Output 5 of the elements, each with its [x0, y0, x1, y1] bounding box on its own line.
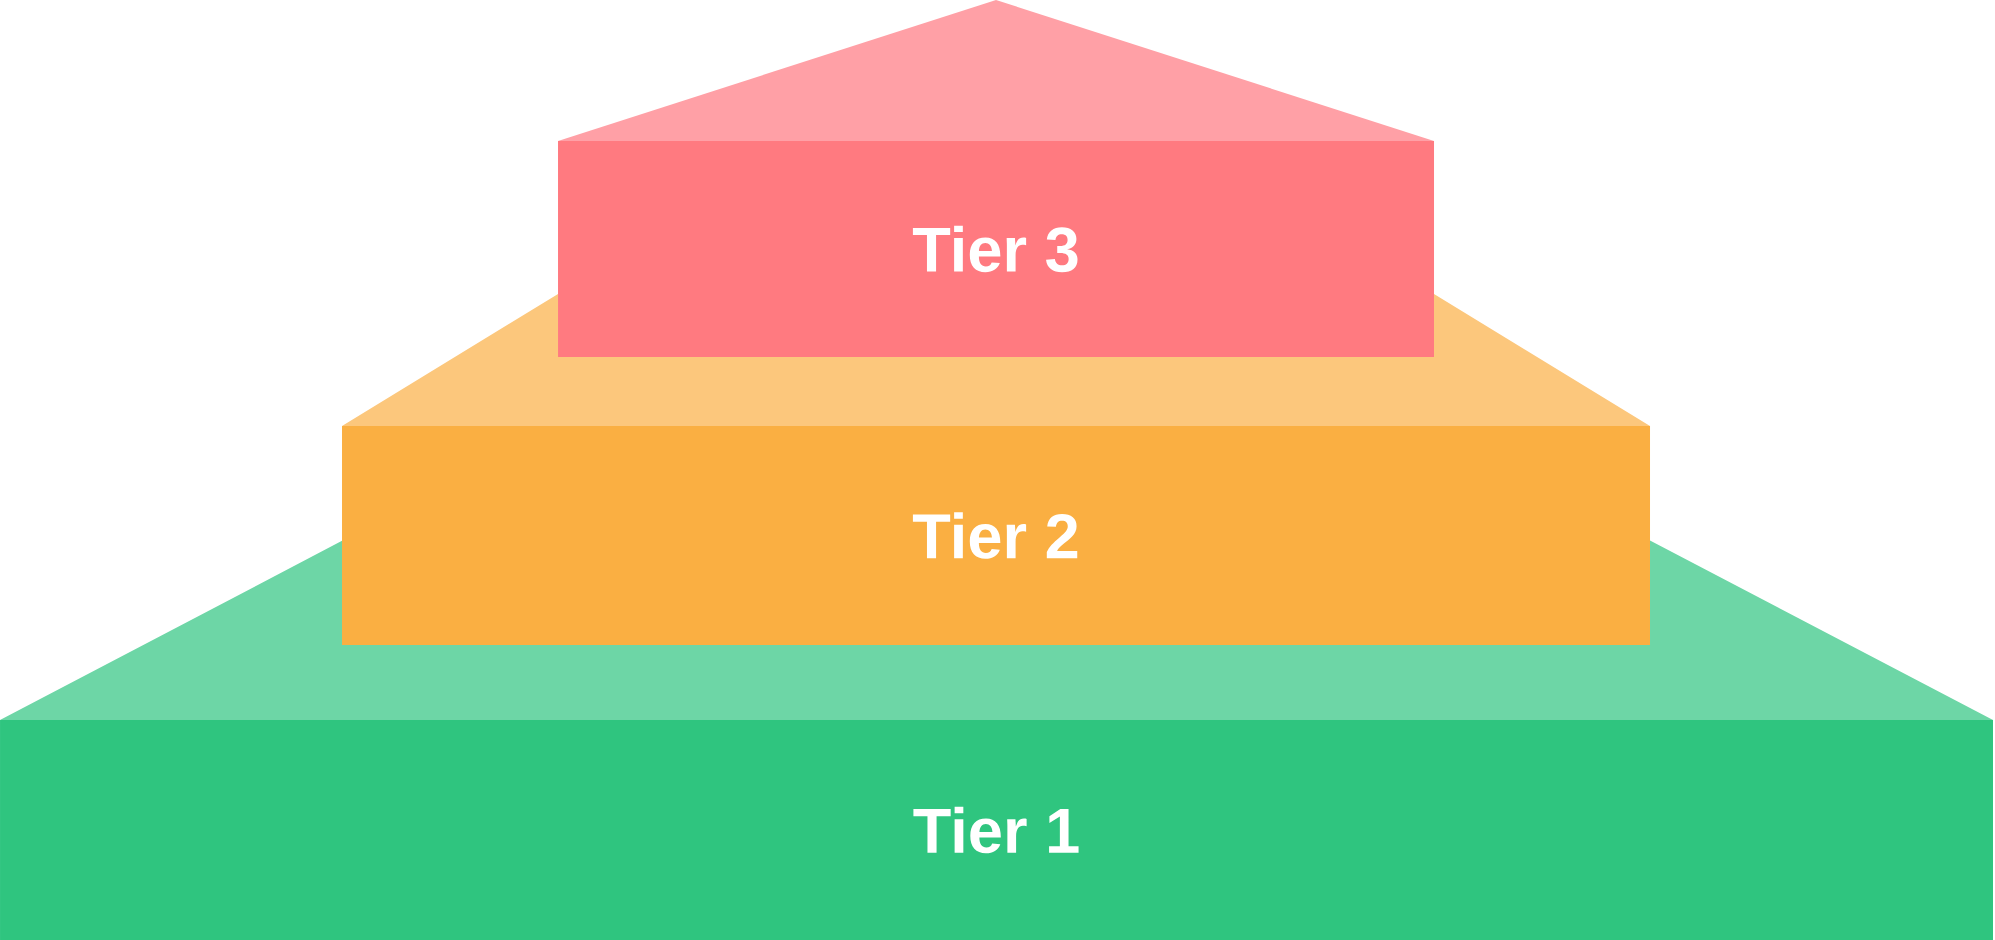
tier-box: Tier 3 — [558, 141, 1434, 357]
tier-box: Tier 1 — [0, 720, 1993, 940]
roof-shape — [342, 293, 1650, 426]
roof-shape — [558, 0, 1434, 141]
tier-box: Tier 2 — [342, 426, 1650, 645]
